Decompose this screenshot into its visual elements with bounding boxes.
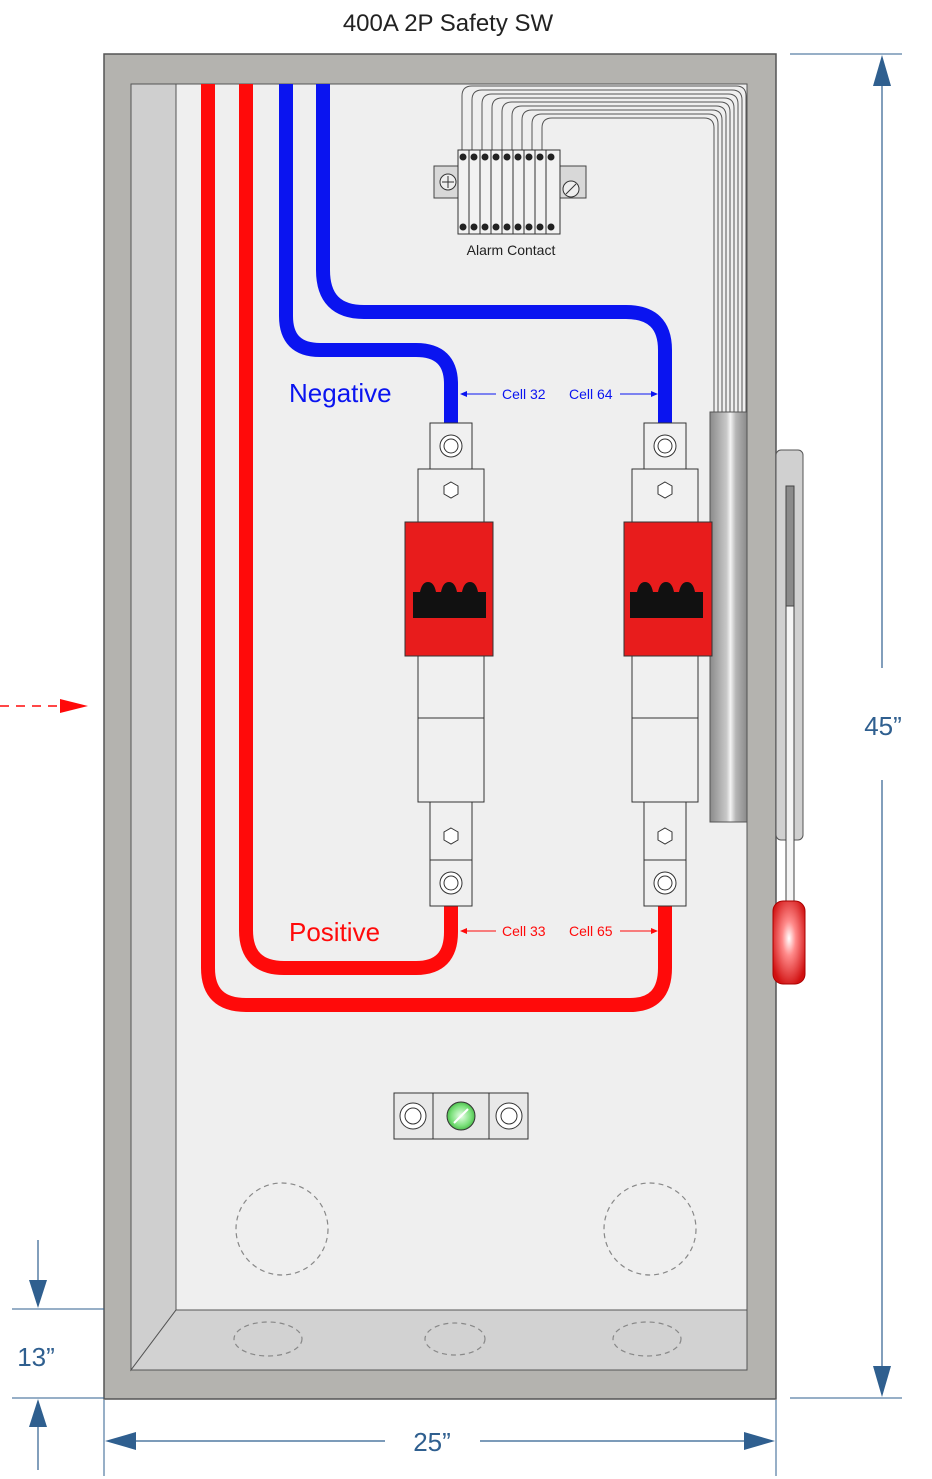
fuse-assembly-right bbox=[623, 422, 713, 907]
knockouts bbox=[233, 1182, 697, 1357]
cell-label-top-left: Cell 32 bbox=[502, 386, 546, 402]
cell-label-bottom-right: Cell 65 bbox=[569, 923, 613, 939]
enclosure-left-wall bbox=[130, 83, 177, 1372]
knockout-right bbox=[603, 1182, 697, 1276]
handle-knob-icon bbox=[772, 900, 806, 985]
disconnect-handle bbox=[709, 411, 806, 985]
negative-cable-right bbox=[316, 84, 672, 425]
depth-dimension bbox=[12, 1240, 104, 1470]
width-label: 25” bbox=[413, 1427, 451, 1457]
positive-cables bbox=[201, 84, 672, 1012]
positive-label: Positive bbox=[289, 917, 380, 947]
ground-bar bbox=[393, 1092, 529, 1140]
negative-cable-left bbox=[279, 84, 458, 425]
cell-label-top-right: Cell 64 bbox=[569, 386, 613, 402]
knockout-bottom-2 bbox=[424, 1322, 486, 1356]
alarm-wires bbox=[461, 85, 747, 412]
positive-cable-right bbox=[201, 84, 672, 1012]
negative-label: Negative bbox=[289, 378, 392, 408]
negative-cables bbox=[279, 84, 672, 425]
negative-cell-arrows bbox=[460, 391, 658, 397]
height-dimension bbox=[790, 53, 902, 1399]
enclosure-bottom-wall bbox=[130, 1309, 748, 1371]
knockout-bottom-1 bbox=[233, 1321, 303, 1357]
knockout-left bbox=[235, 1182, 329, 1276]
diagram-title: 400A 2P Safety SW bbox=[343, 10, 554, 37]
view-arrow bbox=[0, 699, 88, 713]
cell-label-bottom-left: Cell 33 bbox=[502, 923, 546, 939]
arrow-right-icon bbox=[60, 699, 88, 713]
positive-cell-arrows bbox=[460, 928, 658, 934]
fuse-assembly-left bbox=[404, 422, 494, 907]
knockout-bottom-3 bbox=[612, 1321, 682, 1357]
alarm-contact-block bbox=[433, 149, 587, 235]
width-dimension bbox=[103, 1400, 777, 1476]
alarm-contact-label: Alarm Contact bbox=[467, 242, 556, 258]
positive-cable-left bbox=[239, 84, 458, 975]
depth-label: 13” bbox=[17, 1342, 55, 1372]
height-label: 45” bbox=[864, 711, 902, 741]
